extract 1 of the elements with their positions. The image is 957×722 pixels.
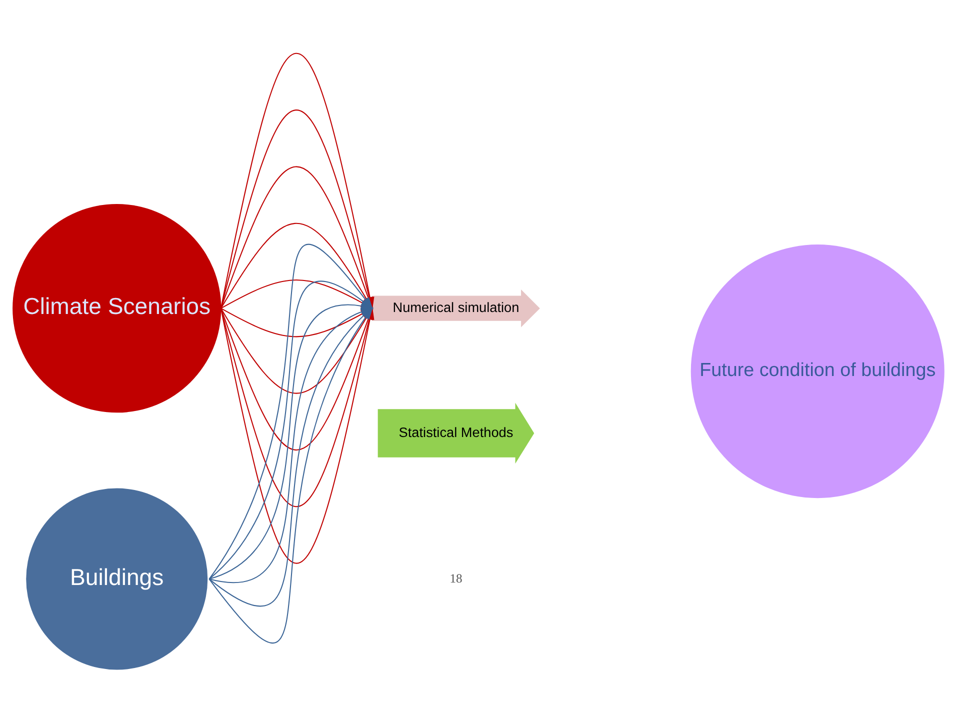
label: 18 xyxy=(450,570,462,585)
